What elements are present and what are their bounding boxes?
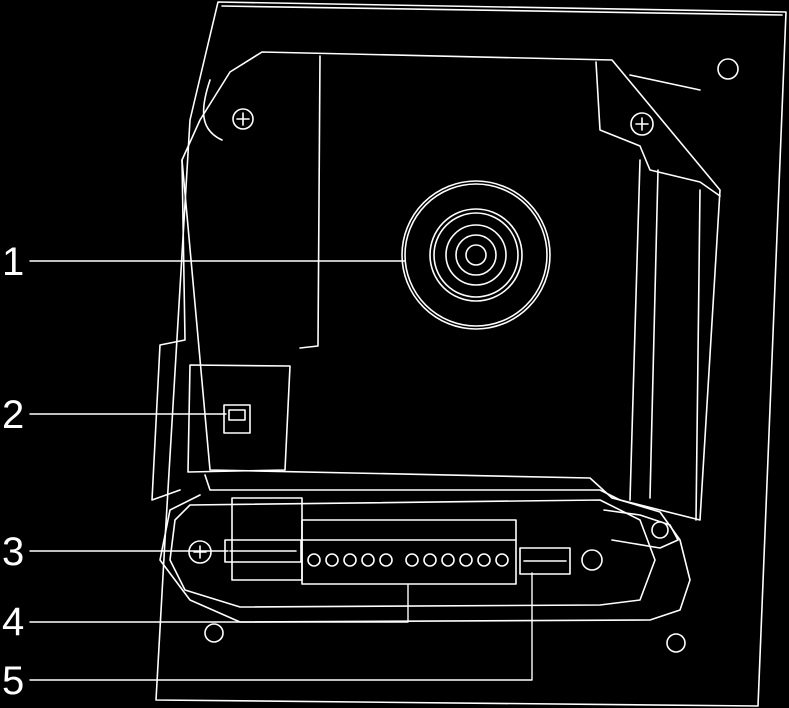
leader-lines [29,260,533,681]
leader-line-5 [29,572,533,681]
callout-3: 3 [2,530,25,574]
screw-bottom-right [581,549,603,571]
screw-bottom-left [188,540,212,564]
screw-top-left [232,108,254,130]
callout-5: 5 [2,659,25,703]
connector-frame [159,474,691,623]
switch-panel [187,364,291,473]
leader-line-4 [29,584,409,623]
callout-2: 2 [2,393,25,437]
mounting-plate [155,1,787,707]
mount-hole-top-right [717,58,739,80]
right-connector [519,547,571,575]
switch [223,404,251,434]
callout-4: 4 [2,600,25,644]
screw-top-right [630,112,654,136]
terminal-pins [307,553,509,567]
callout-1: 1 [2,240,25,284]
camera-lens [401,180,551,330]
module-housing [151,51,721,521]
mount-hole-bottom-left [204,623,224,643]
terminal-block [301,519,517,585]
mount-hole-bottom-right [666,633,686,653]
